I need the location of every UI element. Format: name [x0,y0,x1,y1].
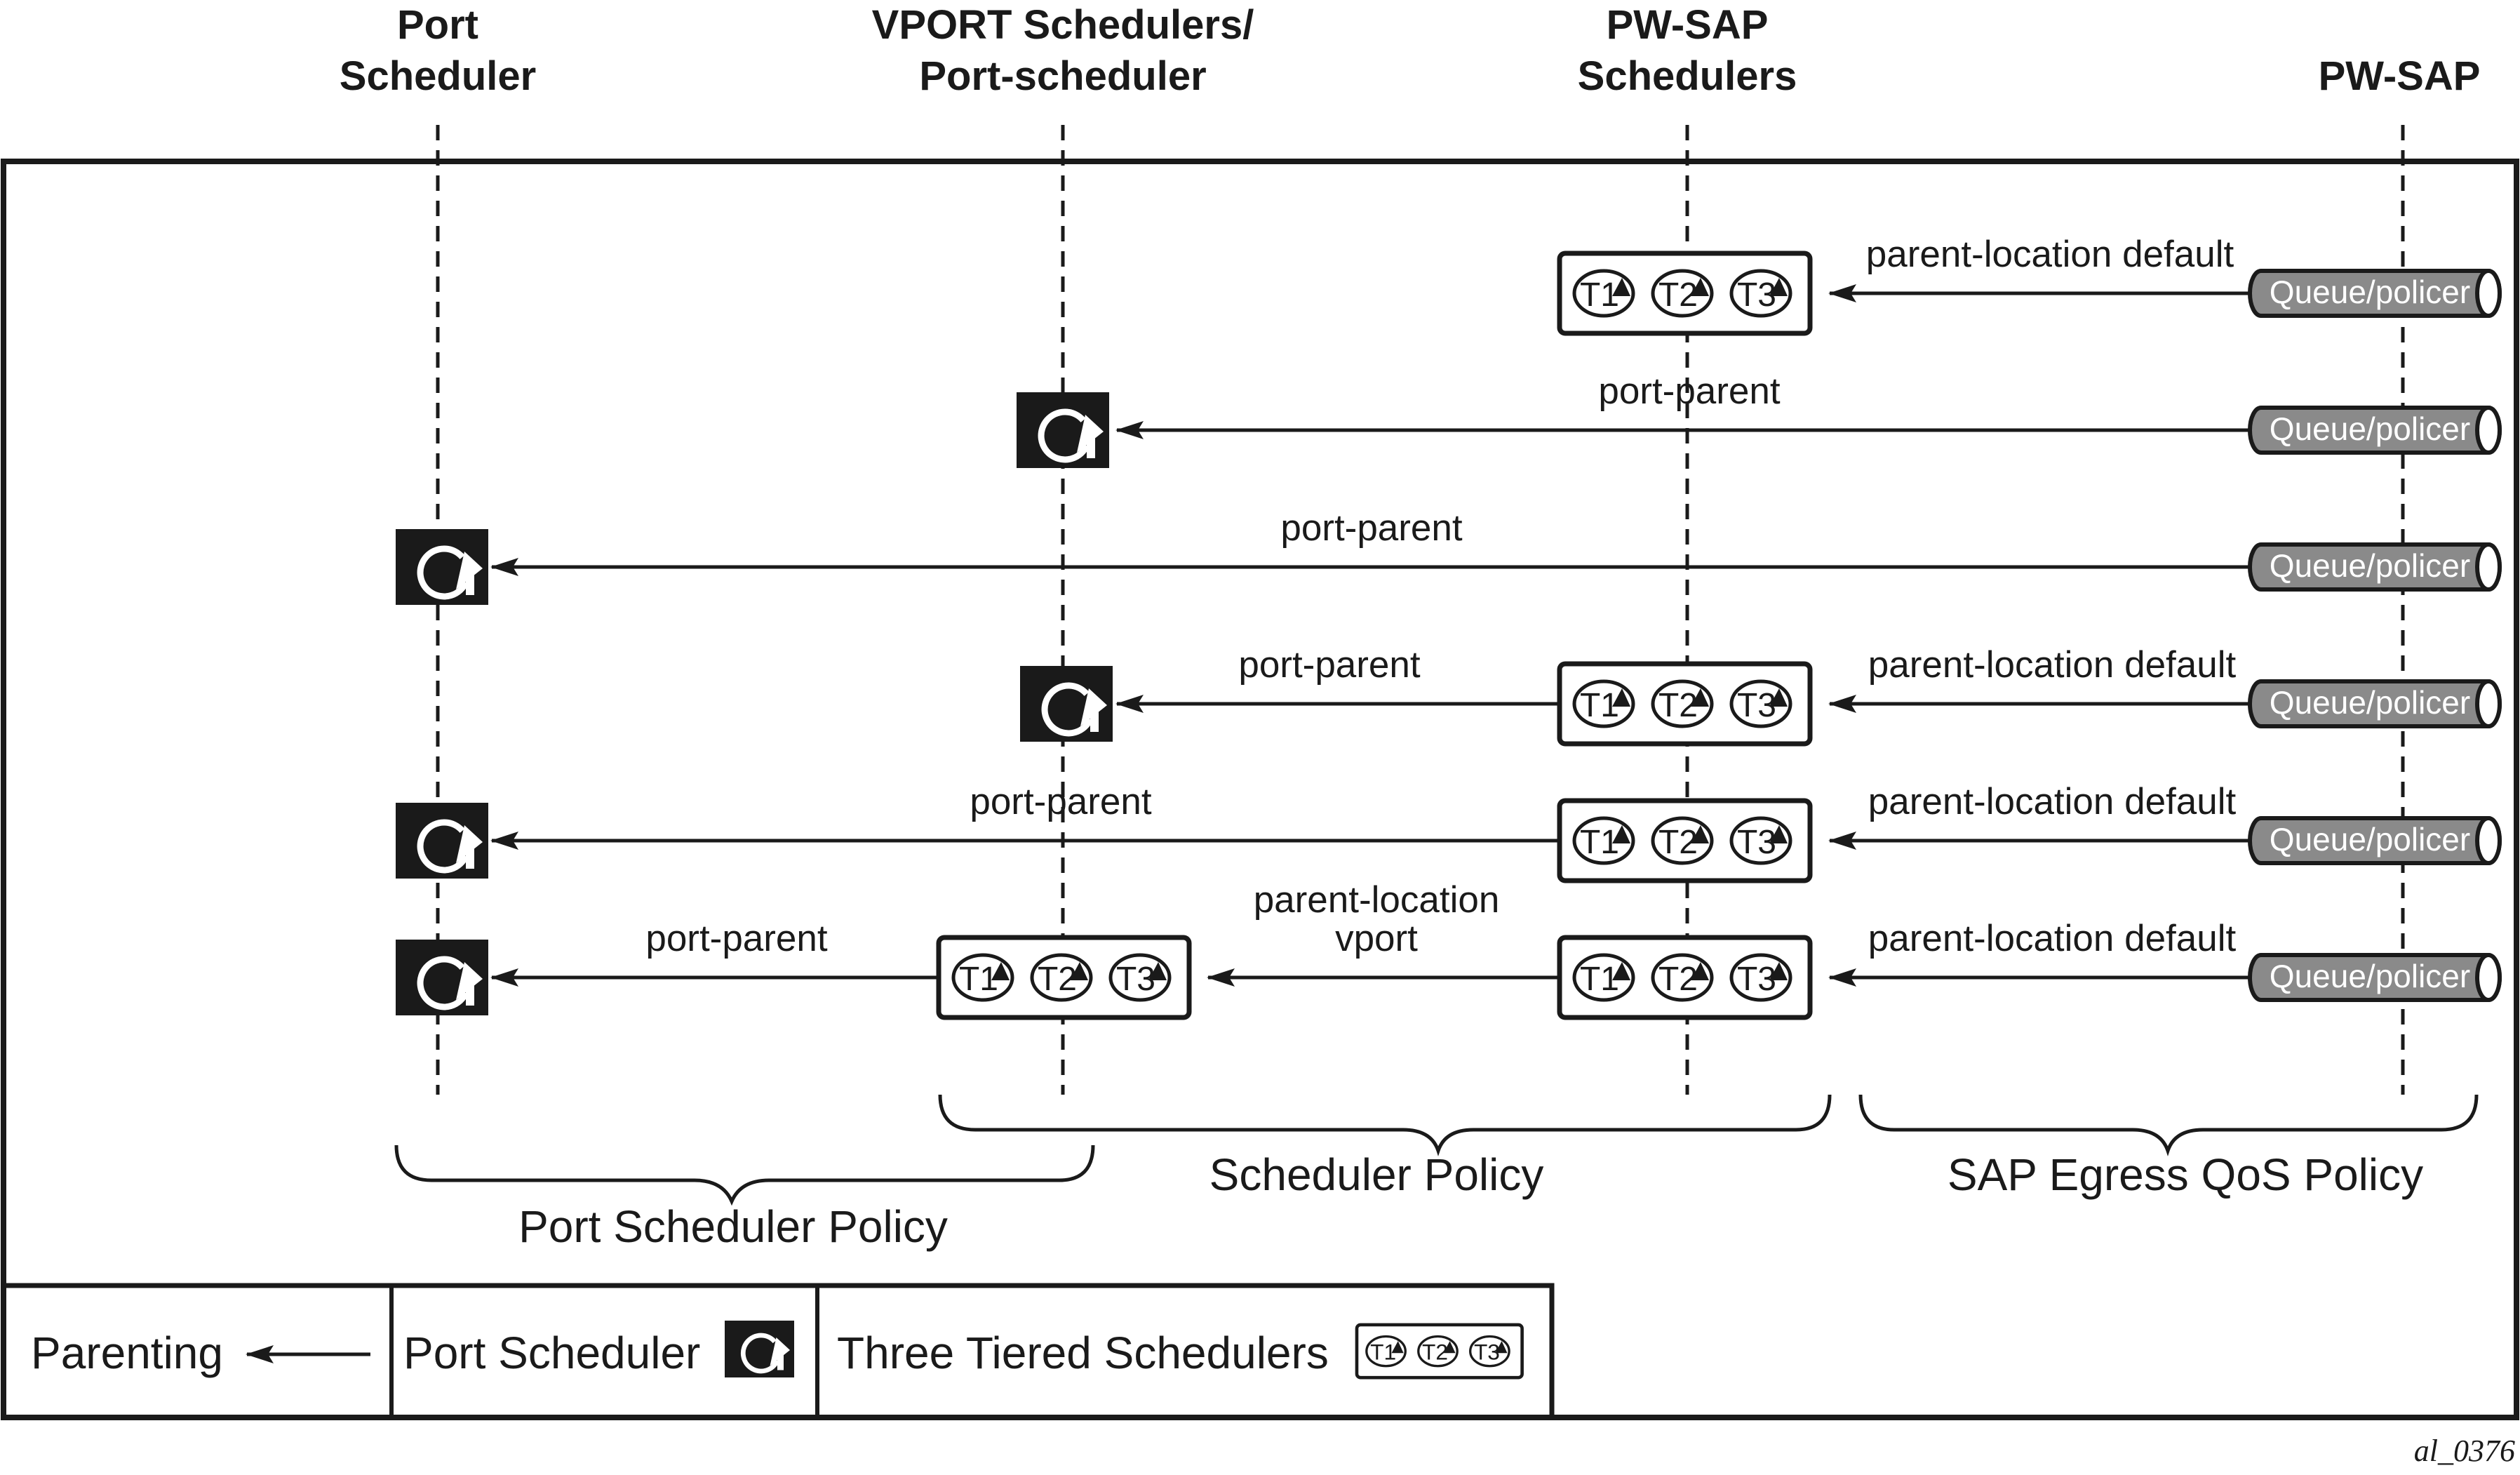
brace-sap-egress [1858,1094,2479,1156]
parenting-arrows [490,284,2252,987]
queue-label: Queue/policer [2270,274,2470,310]
label-parent-location-line1: parent-location [1254,879,1500,921]
header-pw-sap-schedulers-line2: Schedulers [1578,53,1797,99]
port-scheduler-icon [396,803,488,879]
port-scheduler-icon [1017,392,1109,468]
brace-label-port-scheduler-policy: Port Scheduler Policy [518,1201,948,1252]
header-port-scheduler-line1: Port [397,2,478,48]
figure-id: al_0376 [2414,1434,2515,1468]
legend: Parenting Port Scheduler Three Tiered Sc… [1,1283,1555,1420]
three-tier-scheduler-icon [1560,801,1810,881]
legend-port-scheduler-label: Port Scheduler [403,1328,700,1378]
legend-parenting-label: Parenting [31,1328,223,1378]
header-vport-line2: Port-scheduler [919,53,1206,99]
queue-label: Queue/policer [2270,547,2470,584]
legend-three-tier-icon [1357,1325,1522,1377]
label-parent-location-default: parent-location default [1868,781,2237,822]
three-tier-scheduler-icon [1560,664,1810,744]
label-parent-location-default: parent-location default [1868,918,2237,959]
brace-port-scheduler-policy [394,1144,1095,1206]
queue-label: Queue/policer [2270,821,2470,857]
label-port-parent: port-parent [970,781,1152,822]
header-port-scheduler-line2: Scheduler [340,53,536,99]
port-scheduler-icon [396,940,488,1015]
header-pw-sap-schedulers-line1: PW-SAP [1607,2,1769,48]
policy-braces [394,1094,2479,1206]
queue-label: Queue/policer [2270,958,2470,994]
label-port-parent: port-parent [1280,507,1463,549]
label-port-parent: port-parent [1598,371,1781,412]
legend-three-tiered-label: Three Tiered Schedulers [837,1328,1329,1378]
header-vport-line1: VPORT Schedulers/ [872,2,1254,48]
port-scheduler-icon [396,529,488,605]
legend-frame [1,1283,1555,1420]
legend-port-scheduler-icon [725,1321,794,1377]
brace-label-sap-egress-qos-policy: SAP Egress QoS Policy [1948,1149,2423,1200]
queue-label: Queue/policer [2270,411,2470,447]
three-tier-scheduler-icon [939,937,1189,1017]
label-port-parent: port-parent [645,918,828,959]
brace-label-scheduler-policy: Scheduler Policy [1209,1149,1544,1200]
queue-label: Queue/policer [2270,684,2470,721]
label-parent-location-default: parent-location default [1868,644,2237,686]
header-pw-sap: PW-SAP [2319,53,2481,99]
port-scheduler-icon [1020,666,1113,742]
label-parent-location-line2: vport [1335,918,1418,959]
brace-scheduler-policy [938,1094,1832,1156]
label-parent-location-default: parent-location default [1866,234,2234,275]
three-tier-scheduler-icon [1560,253,1810,333]
label-port-parent: port-parent [1238,644,1421,686]
three-tier-scheduler-icon [1560,937,1810,1017]
